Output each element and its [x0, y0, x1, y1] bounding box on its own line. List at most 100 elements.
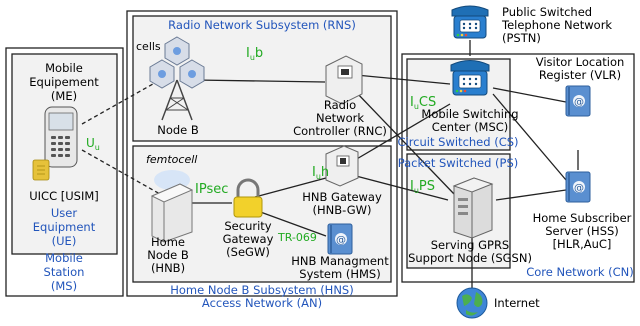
femtocell-label: femtocell — [146, 153, 197, 166]
hss-address-book-icon: @ — [565, 171, 591, 203]
vlr-label-1: Visitor Location — [536, 55, 625, 69]
home-node-b-icon — [150, 170, 194, 243]
pstn-label-2: Telephone Network — [501, 18, 612, 32]
msc-label-2: Center (MSC) — [432, 120, 509, 134]
ipsec-label: IPsec — [195, 182, 228, 197]
iuh-main: I — [312, 165, 316, 180]
msc-label-1: Mobile Switching — [421, 107, 518, 121]
iups-sub: u — [414, 186, 419, 195]
segw-label-3: (SeGW) — [226, 245, 270, 259]
ue-label-1: User — [51, 206, 77, 220]
link-rnc-msc — [355, 74, 451, 85]
segw-label-2: Gateway — [223, 232, 274, 246]
pstn-telephone-icon — [451, 5, 489, 39]
iups-main: I — [410, 179, 414, 194]
ms-box — [5, 47, 124, 297]
uu-label: Uu — [86, 136, 100, 152]
access-network-title: Access Network (AN) — [202, 296, 322, 310]
mobile-phone-icon — [44, 106, 78, 168]
sgsn-label-2: Support Node (SGSN) — [408, 251, 532, 265]
iucs-tail: CS — [419, 95, 436, 110]
iuh-label: Iuh — [312, 165, 329, 181]
sgsn-server-icon — [452, 177, 494, 239]
core-network-title: Core Network (CN) — [526, 265, 634, 279]
rnc-label-3: Controller (RNC) — [293, 124, 387, 138]
core-network-box — [401, 53, 635, 283]
pstn-label-3: (PSTN) — [502, 31, 541, 45]
me-label-3: (ME) — [51, 89, 77, 103]
rnc-label-1: Radio — [324, 98, 356, 112]
hss-label-1: Home Subscriber — [533, 211, 632, 225]
vlr-address-book-icon: @ — [565, 85, 591, 117]
hnb-label-2: Node B — [147, 248, 189, 262]
internet-globe-icon — [456, 287, 488, 319]
hnbgw-label-2: (HNB-GW) — [313, 203, 372, 217]
ms-label-3: (MS) — [51, 279, 77, 293]
link-msc-vlr — [492, 87, 567, 103]
me-label-2: Equipement — [29, 75, 99, 89]
ue-label-3: (UE) — [52, 234, 77, 248]
ps-title: Packet Switched (PS) — [398, 156, 519, 170]
iub-main: I — [246, 46, 250, 61]
hms-label-1: HNB Managment — [291, 254, 389, 268]
radio-link-hnb — [81, 149, 161, 195]
hms-label-2: System (HMS) — [299, 267, 380, 281]
ue-label-2: Equipment — [33, 220, 96, 234]
link-rnc-sgsn — [355, 91, 456, 196]
cells-label: cells — [136, 40, 161, 53]
iucs-sub: u — [414, 102, 419, 111]
link-sgsn-hss — [495, 189, 567, 201]
internet-label: Internet — [494, 296, 540, 310]
vlr-label-2: Register (VLR) — [539, 68, 621, 82]
connection-lines — [81, 40, 579, 292]
iucs-main: I — [410, 95, 414, 110]
cs-title: Circuit Switched (CS) — [397, 135, 518, 149]
iub-label: Iub — [246, 46, 263, 62]
pstn-label-1: Public Switched — [502, 5, 592, 19]
ps-box — [406, 153, 511, 269]
iups-label: IuPS — [410, 179, 435, 195]
msc-telephone-icon — [450, 60, 490, 96]
rnc-router-icon — [325, 55, 363, 105]
me-label-1: Mobile — [45, 61, 83, 75]
rnc-label-2: Network — [316, 111, 364, 125]
hns-title: Home Node B Subsystem (HNS) — [170, 283, 353, 297]
uu-sub: u — [95, 143, 100, 152]
iups-tail: PS — [419, 179, 435, 194]
hnb-label-3: (HNB) — [151, 261, 185, 275]
hms-address-book-icon: @ — [327, 223, 353, 255]
iub-tail: b — [255, 46, 263, 61]
uu-main: U — [86, 136, 95, 150]
link-segw-hms — [254, 209, 327, 237]
iuh-sub: u — [316, 172, 321, 181]
tr069-label: TR-069 — [277, 231, 317, 244]
ms-label-2: Station — [44, 265, 85, 279]
hnbgw-label-1: HNB Gateway — [302, 190, 382, 204]
iucs-label: IuCS — [410, 95, 436, 111]
hnb-label-1: Home — [151, 235, 185, 249]
hss-label-3: [HLR,AuC] — [553, 237, 612, 251]
radio-link-nodeb — [81, 79, 161, 125]
hnb-gateway-router-icon — [325, 145, 359, 187]
security-gateway-lock-icon — [233, 178, 263, 218]
iuh-tail: h — [321, 165, 329, 180]
link-msc-hss — [492, 93, 567, 181]
svg-text:@: @ — [336, 235, 346, 246]
rns-title: Radio Network Subsystem (RNS) — [168, 18, 356, 32]
sim-card-icon — [32, 159, 50, 181]
hss-label-2: Server (HSS) — [545, 224, 619, 238]
link-segw-hnbgw — [254, 177, 327, 198]
link-nodeb-rnc — [194, 79, 326, 83]
iub-sub: u — [250, 53, 255, 62]
node-b-tower-icon — [149, 36, 205, 121]
link-hnbgw-msc — [354, 103, 451, 161]
uicc-label: UICC [USIM] — [29, 189, 99, 203]
sgsn-label-1: Serving GPRS — [431, 238, 509, 252]
segw-label-1: Security — [224, 219, 271, 233]
svg-text:@: @ — [574, 183, 584, 194]
node-b-label: Node B — [157, 123, 199, 137]
svg-text:@: @ — [574, 97, 584, 108]
ms-label-1: Mobile — [45, 251, 83, 265]
